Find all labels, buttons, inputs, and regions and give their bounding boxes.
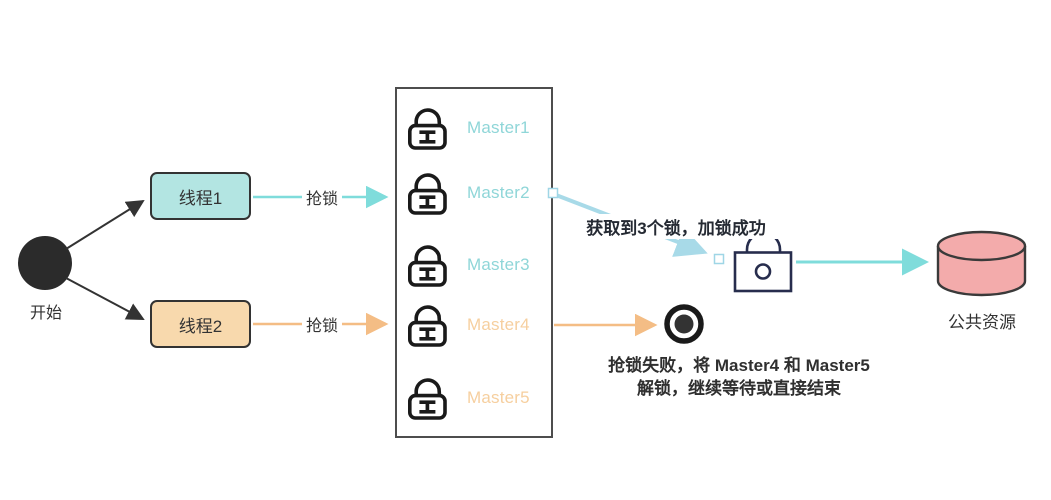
master-row: Master4 — [396, 301, 552, 349]
master3-label: Master3 — [467, 255, 530, 274]
master-row: Master5 — [396, 374, 552, 422]
master-row: Master2 — [396, 169, 552, 217]
master2-label: Master2 — [467, 183, 530, 202]
thread1-label: 线程1 — [178, 188, 223, 208]
start-to-thread1-arrow — [65, 199, 145, 250]
thread2-box: 线程2 — [150, 300, 251, 348]
success-annotation: 获取到3个锁，加锁成功 — [570, 214, 782, 239]
master5-label: Master5 — [467, 388, 530, 407]
master1-label: Master1 — [467, 118, 530, 137]
thread2-label: 线程2 — [178, 316, 223, 336]
master-row: Master3 — [396, 241, 552, 289]
master-row: Master1 — [396, 104, 552, 152]
grab-lock-label-thread2: 抢锁 — [301, 312, 343, 336]
grab-lock-label-thread1: 抢锁 — [301, 185, 343, 209]
fail-annotation-line2: 解锁，继续等待或直接结束 — [637, 379, 841, 398]
master4-label: Master4 — [467, 315, 530, 334]
start-to-thread2-arrow — [65, 277, 145, 320]
shared-resource-label: 公共资源 — [948, 313, 1016, 332]
closed-lock-icon — [733, 231, 793, 293]
connector-handle-square — [547, 187, 559, 199]
start-node — [18, 236, 72, 290]
start-label: 开始 — [29, 305, 62, 322]
database-cylinder-icon — [936, 230, 1027, 297]
fail-annotation-line1: 抢锁失败，将 Master4 和 Master5 — [608, 356, 870, 375]
master-labels-overlay: Master1 Master2 Master3 Master4 Master5 — [396, 88, 552, 437]
thread1-box: 线程1 — [150, 172, 251, 220]
fail-annotation: 抢锁失败，将 Master4 和 Master5 解锁，继续等待或直接结束 — [600, 354, 878, 400]
end-target-icon — [664, 304, 704, 344]
connector-handle-square — [713, 253, 725, 265]
